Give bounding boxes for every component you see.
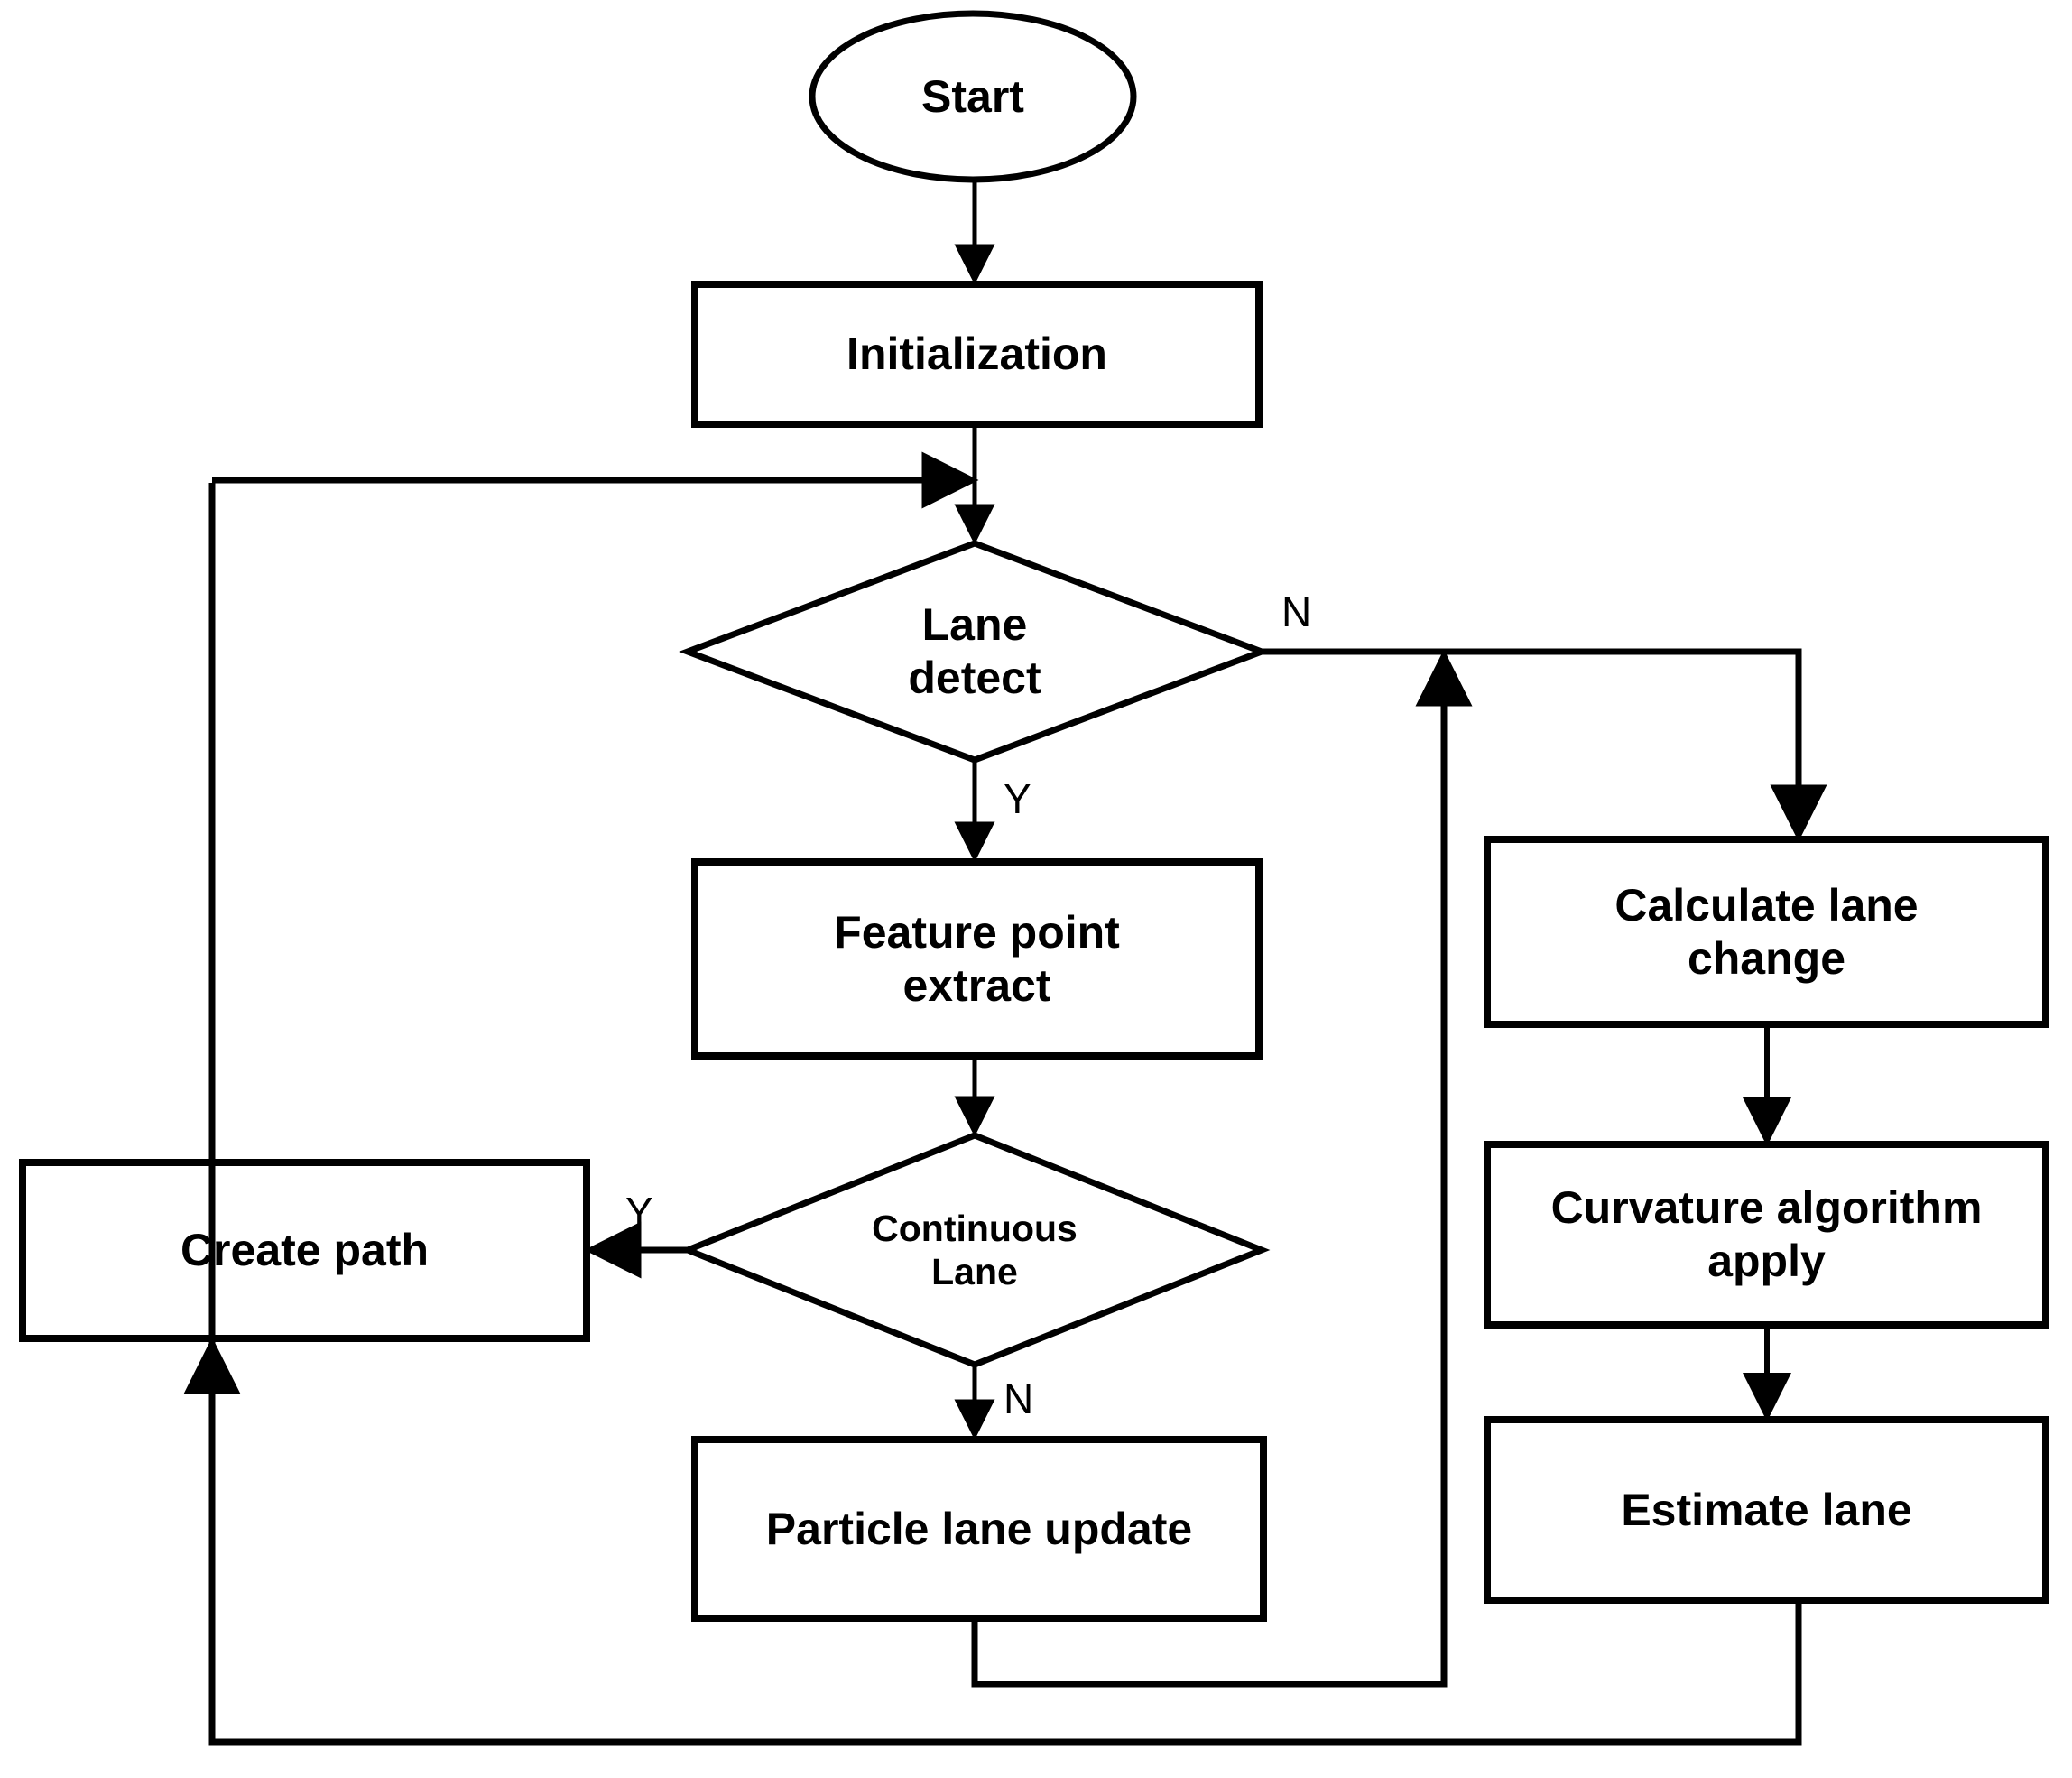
- edge-label-lane-detect-yes: Y: [1004, 775, 1031, 822]
- edge-lane-detect-no-to-calculate-lane-change: [1262, 648, 1827, 842]
- particle-lane-update-node-shape: [691, 1436, 1267, 1622]
- create-path-node-shape: [19, 1159, 590, 1342]
- lane-detect-node[interactable]: [688, 543, 1262, 760]
- initialization-node-shape: [691, 281, 1263, 428]
- start-node[interactable]: [812, 14, 1133, 180]
- edge-particle-lane-update-to-no-rail: [971, 649, 1473, 1688]
- edge-label-continuous-lane-no: N: [1004, 1375, 1034, 1422]
- create-path-node[interactable]: [23, 1162, 587, 1338]
- estimate-lane-node-shape: [1484, 1416, 2049, 1604]
- initialization-node[interactable]: [695, 284, 1259, 424]
- calculate-lane-change-node[interactable]: [1487, 839, 2046, 1024]
- edge-label-lane-detect-no: N: [1281, 588, 1312, 635]
- continuous-lane-node[interactable]: [688, 1135, 1262, 1365]
- feature-point-extract-node[interactable]: [695, 862, 1259, 1056]
- estimate-lane-node[interactable]: [1487, 1420, 2046, 1600]
- curvature-algorithm-apply-node[interactable]: [1487, 1144, 2046, 1325]
- curvature-algorithm-apply-node-shape: [1484, 1141, 2049, 1329]
- particle-lane-update-node[interactable]: [695, 1440, 1263, 1618]
- calculate-lane-change-node-shape: [1484, 836, 2049, 1028]
- edge-label-continuous-lane-yes: Y: [625, 1189, 653, 1236]
